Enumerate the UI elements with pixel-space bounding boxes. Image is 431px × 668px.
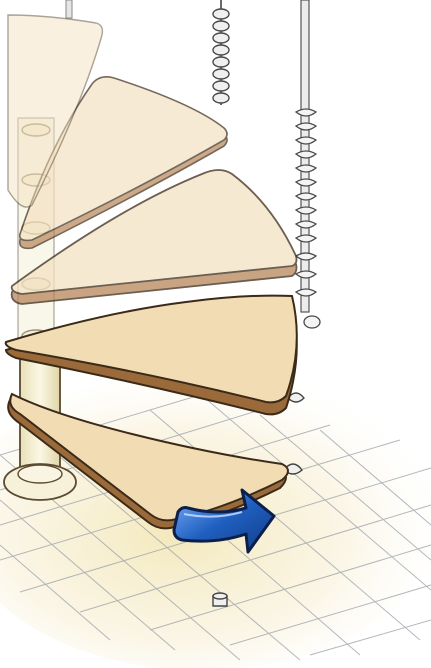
- handrail-baluster-left: [213, 0, 229, 105]
- handrail-baluster-right: [296, 0, 320, 328]
